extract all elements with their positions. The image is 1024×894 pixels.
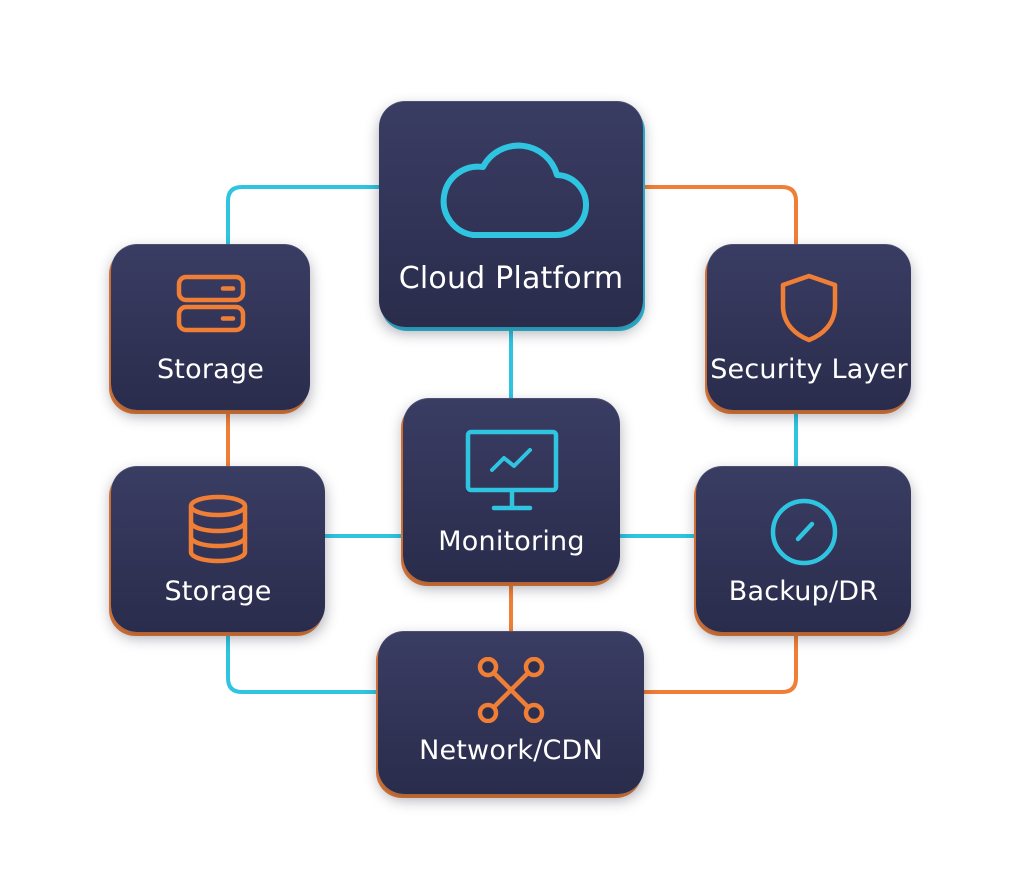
node-label: Security Layer: [710, 354, 908, 385]
connector-cloud-security: [640, 185, 798, 248]
node-backup-dr[interactable]: Backup/DR: [696, 466, 911, 632]
connector-cloud-storage: [226, 185, 382, 248]
connector-backup-network: [640, 629, 798, 694]
node-label: Storage: [164, 576, 272, 607]
node-storage-bottom[interactable]: Storage: [111, 466, 325, 632]
node-storage-top[interactable]: Storage: [111, 244, 310, 410]
network-nodes-icon: [477, 657, 545, 723]
node-monitoring[interactable]: Monitoring: [403, 398, 620, 582]
node-label: Monitoring: [438, 526, 585, 557]
monitor-chart-icon: [465, 429, 558, 511]
shield-icon: [780, 273, 838, 343]
node-label: Cloud Platform: [398, 261, 624, 296]
cloud-icon: [440, 142, 589, 239]
node-cloud-platform[interactable]: Cloud Platform: [379, 101, 643, 327]
node-label: Backup/DR: [728, 576, 879, 607]
server-stack-icon: [176, 274, 245, 333]
gauge-icon: [770, 498, 837, 566]
connector-storage-network: [226, 629, 382, 694]
node-security-layer[interactable]: Security Layer: [707, 244, 911, 410]
database-icon: [188, 494, 248, 564]
node-network-cdn[interactable]: Network/CDN: [378, 631, 644, 794]
node-label: Network/CDN: [419, 735, 603, 766]
node-label: Storage: [156, 354, 265, 385]
